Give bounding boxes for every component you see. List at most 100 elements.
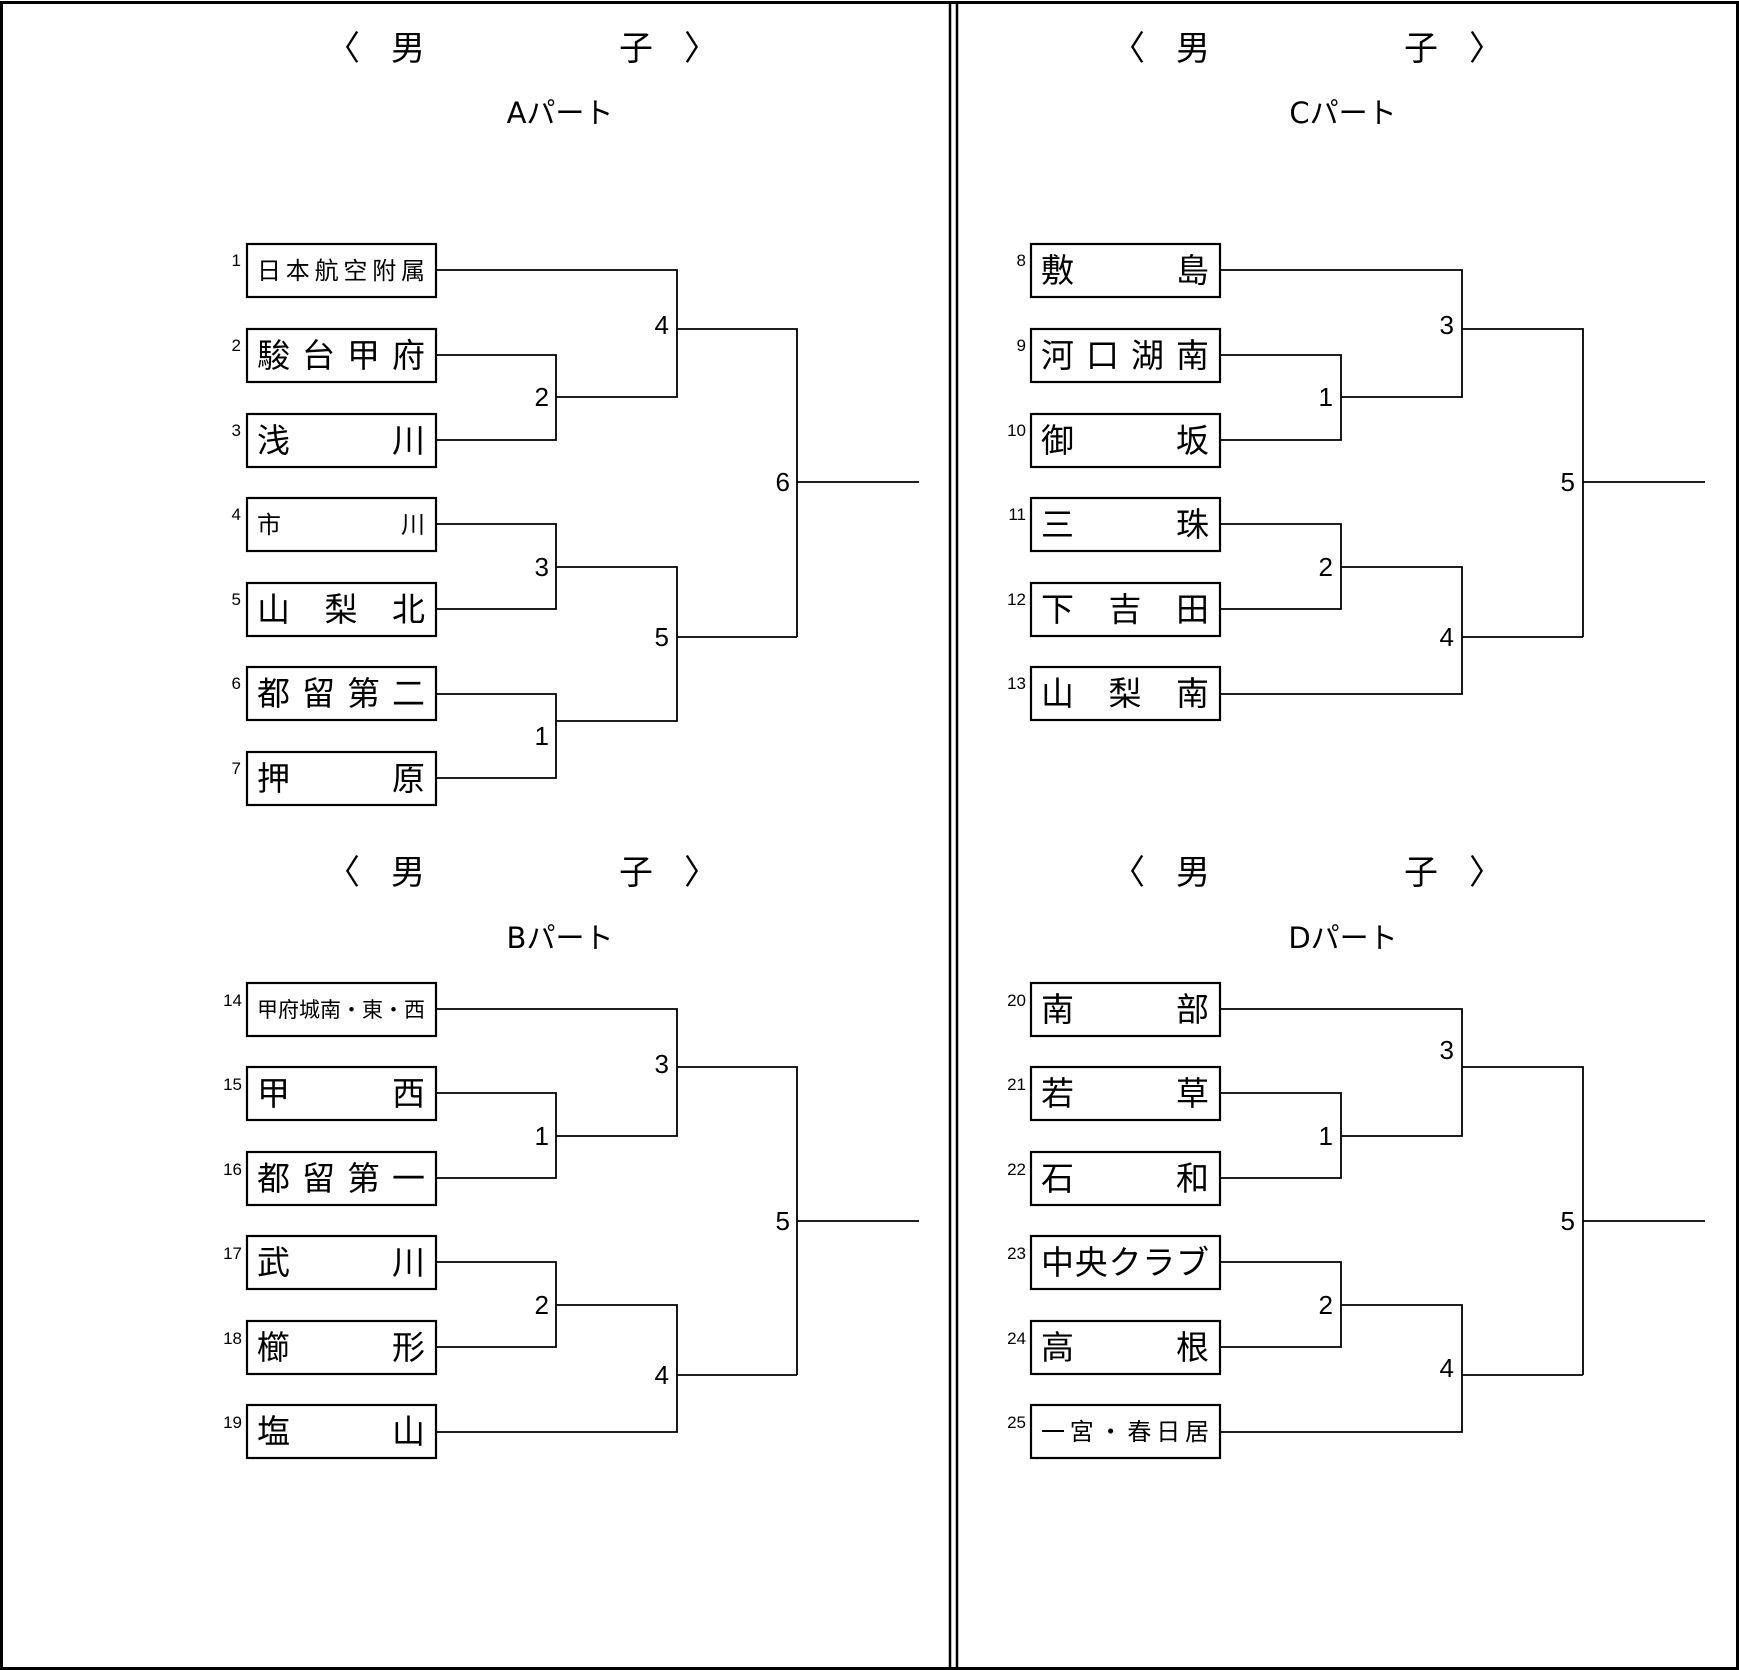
team-box	[245, 665, 438, 722]
title-char-child: 子	[619, 853, 653, 893]
team-name: 高 根	[1041, 1328, 1209, 1367]
part-label: Aパート	[507, 96, 614, 130]
match-number: 2	[535, 382, 549, 412]
team-name: 武 川	[257, 1243, 425, 1282]
seed-number: 16	[223, 1160, 242, 1179]
title-char-child: 子	[1404, 853, 1438, 893]
team-box	[245, 327, 438, 384]
match-number: 4	[1440, 1353, 1454, 1383]
seed-number: 1	[232, 251, 241, 270]
match-number: 1	[535, 1121, 549, 1151]
team-name: 押 原	[257, 759, 425, 798]
team-entry: 16 都留第一	[223, 1150, 438, 1207]
team-entry: 11 三 珠	[1008, 496, 1222, 553]
seed-number: 2	[232, 336, 241, 355]
bracket-line-upper	[1220, 269, 1705, 637]
team-name: 下吉田	[1041, 590, 1209, 629]
bracket-line-match-1	[1220, 354, 1342, 441]
bracket-line-lower	[436, 523, 797, 722]
title-char-male: 男	[1176, 853, 1210, 893]
seed-number: 24	[1007, 1329, 1026, 1348]
match-number: 4	[655, 310, 669, 340]
team-name: 浅 川	[257, 421, 425, 460]
team-entry: 1 日本航空附属	[232, 242, 438, 299]
bracket-panel-b: 〈 男 子 〉 Bパート 14 甲府城南・東・西 15 甲 西 16 都留第一 …	[223, 853, 919, 1460]
seed-number: 23	[1007, 1244, 1026, 1263]
bracket-panel-a: 〈 男 子 〉 Aパート 1 日本航空附属 2 駿台甲府 3 浅 川 4 市 川…	[232, 29, 919, 807]
bracket-line-upper	[1220, 1008, 1705, 1375]
part-label: Dパート	[1288, 921, 1397, 955]
seed-number: 6	[232, 674, 241, 693]
match-number: 6	[776, 467, 790, 497]
bracket-line-match-2	[436, 354, 557, 441]
team-box	[1029, 581, 1222, 638]
match-number: 1	[1319, 1121, 1333, 1151]
team-entry: 5 山梨北	[232, 581, 438, 638]
match-number: 5	[1561, 1206, 1575, 1236]
seed-number: 21	[1007, 1075, 1026, 1094]
team-entry: 2 駿台甲府	[232, 327, 438, 384]
team-name: 山梨南	[1041, 674, 1209, 713]
title-bracket-close: 〉	[1469, 853, 1503, 893]
match-number: 5	[655, 622, 669, 652]
seed-number: 12	[1007, 590, 1026, 609]
title-char-male: 男	[1176, 29, 1210, 69]
title-bracket-close: 〉	[1469, 29, 1503, 69]
match-number: 1	[1319, 382, 1333, 412]
title-bracket-open: 〈	[326, 29, 360, 69]
team-entry: 18 櫛 形	[223, 1319, 438, 1376]
team-entry: 24 高 根	[1007, 1319, 1222, 1376]
seed-number: 25	[1007, 1413, 1026, 1432]
seed-number: 20	[1007, 991, 1026, 1010]
bracket-panel-c: 〈 男 子 〉 Cパート 8 敷 島 9 河口湖南 10 御 坂 11 三 珠 …	[1007, 29, 1705, 722]
team-box	[245, 1403, 438, 1460]
team-entry: 22 石 和	[1007, 1150, 1222, 1207]
team-entry: 3 浅 川	[232, 412, 438, 469]
team-entry: 23 中央クラブ	[1007, 1234, 1222, 1291]
match-number: 3	[655, 1049, 669, 1079]
title-char-child: 子	[619, 29, 653, 69]
title-bracket-open: 〈	[1111, 29, 1145, 69]
title-bracket-open: 〈	[1111, 853, 1145, 893]
team-name: 櫛 形	[257, 1328, 425, 1367]
team-entry: 8 敷 島	[1017, 242, 1222, 299]
team-name: 甲府城南・東・西	[257, 998, 425, 1022]
seed-number: 3	[232, 421, 241, 440]
match-number: 5	[776, 1206, 790, 1236]
team-entry: 10 御 坂	[1007, 412, 1222, 469]
seed-number: 14	[223, 991, 242, 1010]
seed-number: 7	[232, 759, 241, 778]
team-entry: 14 甲府城南・東・西	[223, 981, 438, 1038]
seed-number: 19	[223, 1413, 242, 1432]
title-bracket-close: 〉	[684, 853, 718, 893]
team-box	[1029, 1065, 1222, 1122]
team-name: 中央クラブ	[1041, 1243, 1209, 1282]
seed-number: 17	[223, 1244, 242, 1263]
team-box	[245, 496, 438, 553]
team-box	[245, 242, 438, 299]
bracket-line-upper	[436, 1008, 919, 1375]
bracket-line-lower	[1220, 523, 1583, 695]
team-box	[1029, 412, 1222, 469]
seed-number: 5	[232, 590, 241, 609]
team-name: 敷 島	[1041, 251, 1209, 290]
match-number: 5	[1561, 467, 1575, 497]
bracket-line-lower	[436, 1261, 797, 1433]
team-box	[245, 981, 438, 1038]
seed-number: 13	[1007, 674, 1026, 693]
team-name: 御 坂	[1041, 421, 1209, 460]
title-char-male: 男	[391, 853, 425, 893]
match-number: 3	[1440, 1035, 1454, 1065]
seed-number: 11	[1008, 505, 1026, 524]
title-bracket-close: 〉	[684, 29, 718, 69]
bracket-line-upper	[436, 269, 919, 637]
team-box	[1029, 1234, 1222, 1291]
seed-number: 10	[1007, 421, 1026, 440]
team-name: 石 和	[1041, 1159, 1209, 1198]
bracket-line-lower	[1220, 1261, 1583, 1433]
team-box	[1029, 1150, 1222, 1207]
seed-number: 9	[1017, 336, 1026, 355]
